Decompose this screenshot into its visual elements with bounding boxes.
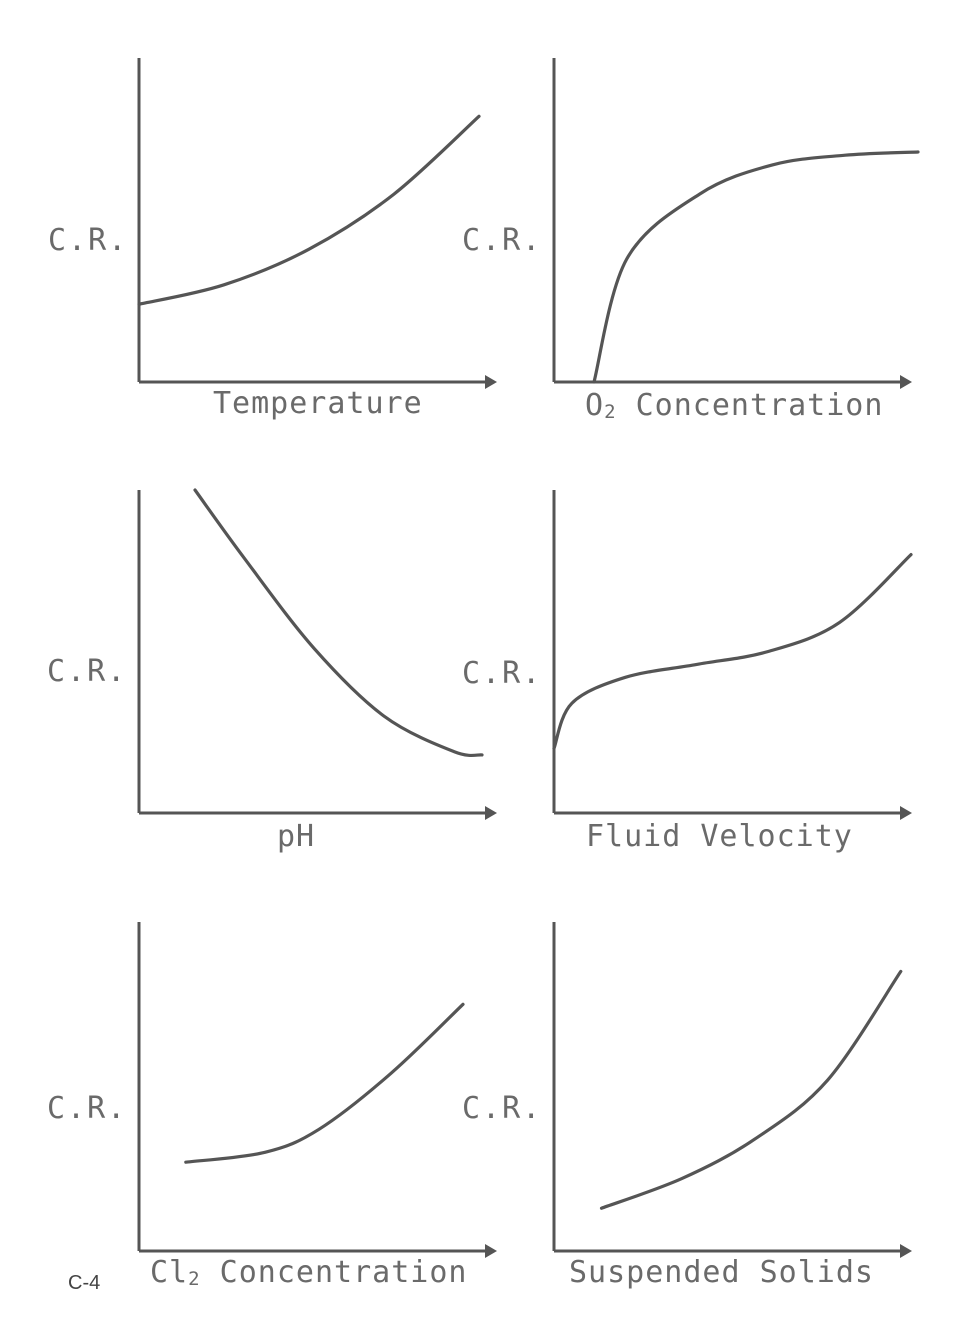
x-axis-label: Cl2 Concentration xyxy=(150,1255,467,1290)
x-axis-arrow xyxy=(900,806,912,820)
x-axis-arrow xyxy=(900,1244,912,1258)
x-axis-label: Temperature xyxy=(213,386,423,421)
y-axis-label: C.R. xyxy=(462,223,542,258)
series-line xyxy=(137,114,481,306)
series-line xyxy=(599,969,903,1210)
x-axis-arrow xyxy=(485,1244,497,1258)
x-axis-label: Suspended Solids xyxy=(569,1255,874,1290)
panel-suspended-solids: C.R. Suspended Solids xyxy=(462,922,912,1290)
series-line xyxy=(592,150,920,384)
y-axis-label: C.R. xyxy=(48,223,128,258)
series-line xyxy=(193,488,484,758)
x-axis-arrow xyxy=(485,375,497,389)
x-axis-arrow xyxy=(900,375,912,389)
panel-temperature: C.R. Temperature xyxy=(48,58,497,421)
x-axis-arrow xyxy=(485,806,497,820)
y-axis-label: C.R. xyxy=(462,656,542,691)
panel-o2-concentration: C.R. O2 Concentration xyxy=(462,58,920,423)
page-number: C-4 xyxy=(68,1272,101,1294)
panel-cl2-concentration: C.R. Cl2 Concentration xyxy=(47,922,497,1290)
y-axis-label: C.R. xyxy=(47,654,127,689)
x-axis-label: O2 Concentration xyxy=(585,388,883,423)
series-line xyxy=(552,553,913,750)
panel-fluid-velocity: C.R. Fluid Velocity xyxy=(462,490,913,854)
y-axis-label: C.R. xyxy=(47,1091,127,1126)
panel-ph: C.R. pH xyxy=(47,488,497,854)
x-axis-label: pH xyxy=(277,819,315,854)
x-axis-label: Fluid Velocity xyxy=(586,819,853,854)
series-line xyxy=(184,1002,465,1164)
y-axis-label: C.R. xyxy=(462,1091,542,1126)
